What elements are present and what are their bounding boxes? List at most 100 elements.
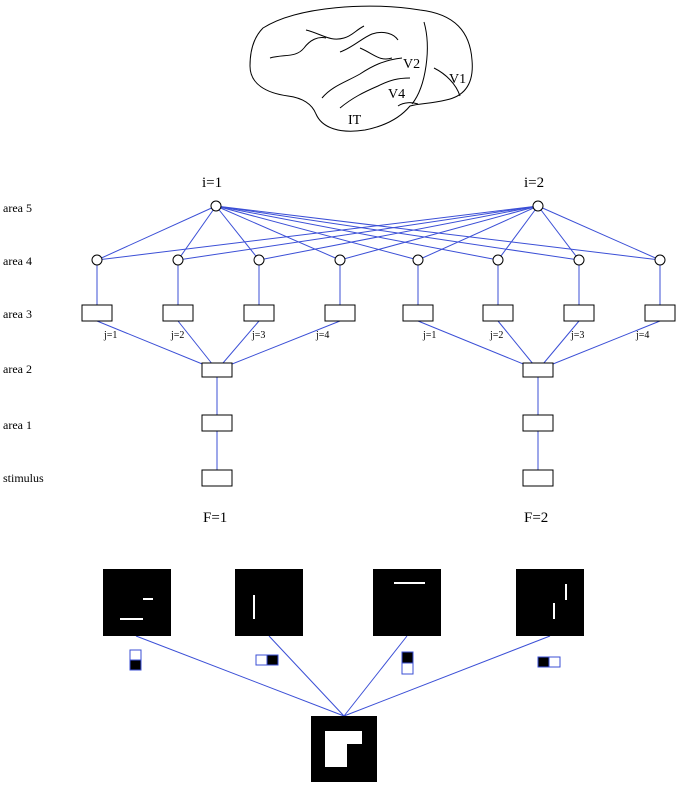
connection-feature-composite — [135, 635, 345, 717]
area5-node-i2 — [532, 200, 544, 212]
feature-panel-3 — [373, 569, 441, 636]
connection-area5-area4 — [177, 205, 539, 261]
area3-box — [324, 304, 356, 322]
area3-label: j=1 — [422, 330, 436, 341]
area1-box-f1 — [201, 414, 233, 432]
row-label-area1: area 1 — [3, 418, 32, 432]
orientation-icon-3 — [401, 651, 414, 675]
brain-sulcus-lateral — [321, 57, 403, 99]
brain-sulcus-occipital — [433, 67, 461, 97]
orientation-icon-1-bottom — [129, 659, 142, 671]
area5-node-i1 — [210, 200, 222, 212]
feature-panel-3-bg — [373, 569, 441, 636]
connection-area5-area4 — [177, 205, 217, 261]
brain-sketch: V2 V1 V4 IT — [249, 5, 473, 132]
connection-area3-area2 — [96, 320, 218, 371]
composite-panel-shape — [325, 731, 362, 767]
area3-box — [243, 304, 275, 322]
connection-area5-area4 — [215, 205, 260, 261]
brain-label-it: IT — [348, 113, 362, 128]
connection-area5-area4 — [258, 205, 539, 261]
connection-area5-area4 — [537, 205, 661, 261]
area1-box-f2 — [522, 414, 554, 432]
brain-sulcus-inferior-occipital — [397, 102, 419, 107]
area3-label: j=3 — [570, 330, 584, 341]
area4-node — [91, 254, 103, 266]
feature-panel-1 — [103, 569, 171, 636]
orientation-icon-1 — [129, 649, 142, 671]
orientation-icon-4-left — [537, 656, 550, 668]
bottom-label-f2: F=2 — [524, 510, 548, 526]
composite-panel — [311, 716, 377, 782]
lower-boxes — [201, 362, 554, 487]
connection-area3-area2 — [417, 320, 539, 371]
connection-area3-area2 — [177, 320, 218, 371]
orientation-icon-3-top — [401, 651, 414, 664]
bottom-label-f1: F=1 — [203, 510, 227, 526]
orientation-icon-2-left — [255, 654, 268, 666]
row-label-stimulus: stimulus — [3, 471, 44, 485]
orientation-icon-1-top — [129, 649, 142, 661]
top-label-i2: i=2 — [524, 175, 544, 191]
connection-area3-area2 — [216, 320, 341, 371]
area3-boxes — [81, 304, 676, 322]
connection-feature-composite — [343, 635, 408, 717]
orientation-icons — [129, 649, 561, 675]
connection-area3-area2 — [216, 320, 260, 371]
feature-panel-2 — [235, 569, 303, 636]
feature-panel-2-bg — [235, 569, 303, 636]
brain-sulcus-arcuate — [269, 37, 327, 59]
connection-area5-area4 — [537, 205, 580, 261]
row-label-area2: area 2 — [3, 362, 32, 376]
area3-label: j=4 — [315, 330, 329, 341]
connection-area3-area2 — [537, 320, 580, 371]
feature-panels — [103, 569, 584, 636]
orientation-icon-4-right — [548, 656, 561, 668]
area3-label: j=1 — [103, 330, 117, 341]
orientation-icon-2-right — [266, 654, 279, 666]
area4-node — [172, 254, 184, 266]
orientation-icon-3-bottom — [401, 662, 414, 675]
brain-sulcus-principal — [359, 47, 393, 60]
area3-box — [482, 304, 514, 322]
connection-lines — [96, 205, 661, 470]
area3-box — [402, 304, 434, 322]
feature-panel-4 — [516, 569, 584, 636]
area3-box — [81, 304, 113, 322]
area3-labels: j=1 j=2 j=3 j=4 j=1 j=2 j=3 j=4 — [103, 330, 649, 341]
connection-feature-composite — [268, 635, 345, 717]
connection-area3-area2 — [537, 320, 661, 371]
area4-node — [253, 254, 265, 266]
area3-label: j=4 — [635, 330, 649, 341]
brain-label-v2: V2 — [403, 57, 420, 72]
area2-box-f2 — [522, 362, 554, 378]
area3-label: j=2 — [489, 330, 503, 341]
brain-label-v4: V4 — [388, 87, 405, 102]
area4-node — [492, 254, 504, 266]
area4-node — [654, 254, 666, 266]
row-labels: area 5 area 4 area 3 area 2 area 1 stimu… — [3, 201, 44, 485]
brain-label-v1: V1 — [449, 72, 466, 87]
area3-box — [162, 304, 194, 322]
brain-sulcus-central — [305, 25, 365, 40]
row-label-area5: area 5 — [3, 201, 32, 215]
feature-panel-1-bg — [103, 569, 171, 636]
connection-area5-area4 — [339, 205, 539, 261]
row-label-area3: area 3 — [3, 307, 32, 321]
connection-area3-area2 — [497, 320, 539, 371]
brain-sulcus-frontal — [339, 31, 399, 53]
top-label-i1: i=1 — [202, 175, 222, 191]
area4-node — [412, 254, 424, 266]
connection-area5-area4 — [497, 205, 539, 261]
stimulus-box-f1 — [201, 469, 233, 487]
connection-area5-area4 — [96, 205, 539, 261]
area3-box — [563, 304, 595, 322]
area2-box-f1 — [201, 362, 233, 378]
connection-area5-area4 — [417, 205, 539, 261]
area5-nodes — [210, 200, 544, 212]
area3-label: j=2 — [170, 330, 184, 341]
connection-feature-composite — [343, 635, 551, 717]
area3-box — [644, 304, 676, 322]
